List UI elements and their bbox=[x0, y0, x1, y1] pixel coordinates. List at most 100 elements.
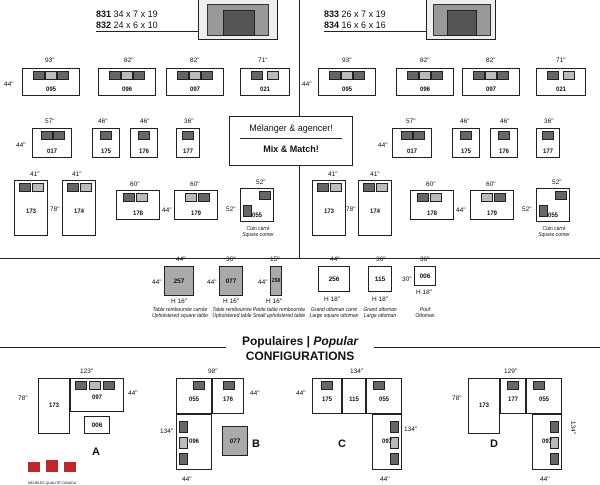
width-label: 71" bbox=[556, 57, 566, 64]
chair-176: 176 bbox=[130, 128, 158, 158]
caption-fr: Pouf bbox=[419, 307, 431, 313]
width-label: 41" bbox=[72, 171, 82, 178]
model-code: 096 bbox=[419, 87, 430, 93]
model-code: 095 bbox=[341, 87, 352, 93]
table-257: 257 bbox=[164, 266, 194, 296]
mix-title-en: Mix & Match! bbox=[263, 144, 319, 154]
width-label: 36" bbox=[544, 118, 554, 125]
depth-label: 44" bbox=[456, 207, 466, 214]
height-label: H 16" bbox=[266, 298, 283, 305]
model-code: 257 bbox=[173, 277, 185, 285]
popular-en: Popular bbox=[313, 334, 359, 348]
width-label: 36" bbox=[376, 256, 386, 263]
mix-title-fr: Mélanger & agencer! bbox=[249, 123, 333, 133]
chaise-174-r: 174 bbox=[358, 180, 392, 236]
sectional-179: 179 bbox=[174, 190, 218, 220]
heading-rule-left bbox=[0, 347, 226, 348]
model-code: 173 bbox=[478, 403, 489, 409]
model-code: 055 bbox=[251, 213, 262, 219]
pillow-spec-833: 833 26 x 7 x 19 bbox=[324, 9, 386, 19]
height-label: H 18" bbox=[324, 296, 341, 303]
pillow-spec-831: 831 34 x 7 x 19 bbox=[96, 9, 158, 19]
brand-logo: MEUBLES QUALITÉ CANADA bbox=[26, 458, 78, 485]
model-code: 096 bbox=[121, 87, 132, 93]
height-label: H 16" bbox=[171, 298, 188, 305]
config-d-depth3: 44" bbox=[540, 476, 550, 483]
depth-label: 44" bbox=[207, 279, 217, 286]
width-label: 52" bbox=[552, 179, 562, 186]
model-code: 077 bbox=[229, 437, 241, 445]
model-code: 006 bbox=[419, 272, 431, 280]
width-label: 36" bbox=[226, 256, 236, 263]
config-b-side-sofa: 096 bbox=[176, 414, 212, 470]
width-label: 46" bbox=[500, 118, 510, 125]
model-code: 175 bbox=[321, 397, 332, 403]
depth-label: 44" bbox=[162, 207, 172, 214]
model-code: 258 bbox=[271, 278, 281, 284]
sofa-096-r: 096 bbox=[396, 68, 454, 96]
model-code: 177 bbox=[542, 149, 553, 155]
chaise-173-r: 173 bbox=[312, 180, 346, 236]
config-c-depth: 44" bbox=[296, 390, 306, 397]
model-code: 173 bbox=[48, 403, 59, 409]
width-label: 60" bbox=[426, 181, 436, 188]
model-code: 176 bbox=[138, 149, 149, 155]
width-label: 46" bbox=[460, 118, 470, 125]
config-d-armless: 177 bbox=[500, 378, 526, 414]
model-code: 178 bbox=[132, 211, 143, 217]
config-c-armless: 115 bbox=[342, 378, 366, 414]
depth-label: 44" bbox=[258, 279, 268, 286]
corner-055: 055 bbox=[240, 188, 274, 222]
loveseat-017: 017 bbox=[32, 128, 72, 158]
ottoman-115: 115 bbox=[368, 266, 392, 292]
caption-fr: Grand ottoman carré bbox=[310, 307, 358, 313]
width-label: 82" bbox=[420, 57, 430, 64]
model-code: 097 bbox=[189, 87, 200, 93]
width-label: 41" bbox=[30, 171, 40, 178]
width-label: 41" bbox=[328, 171, 338, 178]
spec-underline bbox=[96, 31, 198, 32]
sofa-021: 021 bbox=[240, 68, 290, 96]
chair-176-r: 176 bbox=[490, 128, 518, 158]
configurations-title: CONFIGURATIONS bbox=[245, 349, 355, 363]
width-label: 15" bbox=[270, 256, 280, 263]
config-b-depth: 134" bbox=[160, 428, 174, 435]
config-b-letter: B bbox=[252, 438, 260, 450]
caption-fr: Coin carré bbox=[542, 226, 566, 232]
caption-fr: Table rembourrée bbox=[212, 307, 252, 313]
model-code: 179 bbox=[190, 211, 201, 217]
config-b-width: 98" bbox=[208, 368, 218, 375]
sofa-096: 096 bbox=[98, 68, 156, 96]
config-d-width: 129" bbox=[504, 368, 518, 375]
pillow-illustration-left bbox=[198, 0, 278, 40]
width-label: 57" bbox=[45, 118, 55, 125]
width-label: 36" bbox=[184, 118, 194, 125]
sofa-095-r: 095 bbox=[318, 68, 376, 96]
config-d-letter: D bbox=[490, 438, 498, 450]
model-code: 096 bbox=[188, 439, 199, 445]
width-label: 82" bbox=[486, 57, 496, 64]
model-code: 055 bbox=[547, 213, 558, 219]
config-c-side-sofa: 097 bbox=[372, 414, 402, 470]
config-c-chair: 175 bbox=[312, 378, 342, 414]
armless-177: 177 bbox=[176, 128, 200, 158]
depth-label: 78" bbox=[346, 206, 356, 213]
model-code: 115 bbox=[349, 397, 359, 403]
width-label: 57" bbox=[406, 118, 416, 125]
config-b-table: 077 bbox=[222, 426, 248, 456]
width-label: 41" bbox=[370, 171, 380, 178]
width-label: 71" bbox=[258, 57, 268, 64]
config-d-corner: 055 bbox=[526, 378, 562, 414]
chair-logo-icon bbox=[28, 460, 76, 472]
caption-en: Upholstered table bbox=[212, 313, 252, 319]
width-label: 82" bbox=[190, 57, 200, 64]
width-label: 60" bbox=[190, 181, 200, 188]
caption-en: Square corner bbox=[242, 232, 274, 238]
model-code: 055 bbox=[378, 397, 389, 403]
depth-label: 44" bbox=[302, 81, 312, 88]
config-b-corner: 055 bbox=[176, 378, 212, 414]
loveseat-017-r: 017 bbox=[392, 128, 432, 158]
